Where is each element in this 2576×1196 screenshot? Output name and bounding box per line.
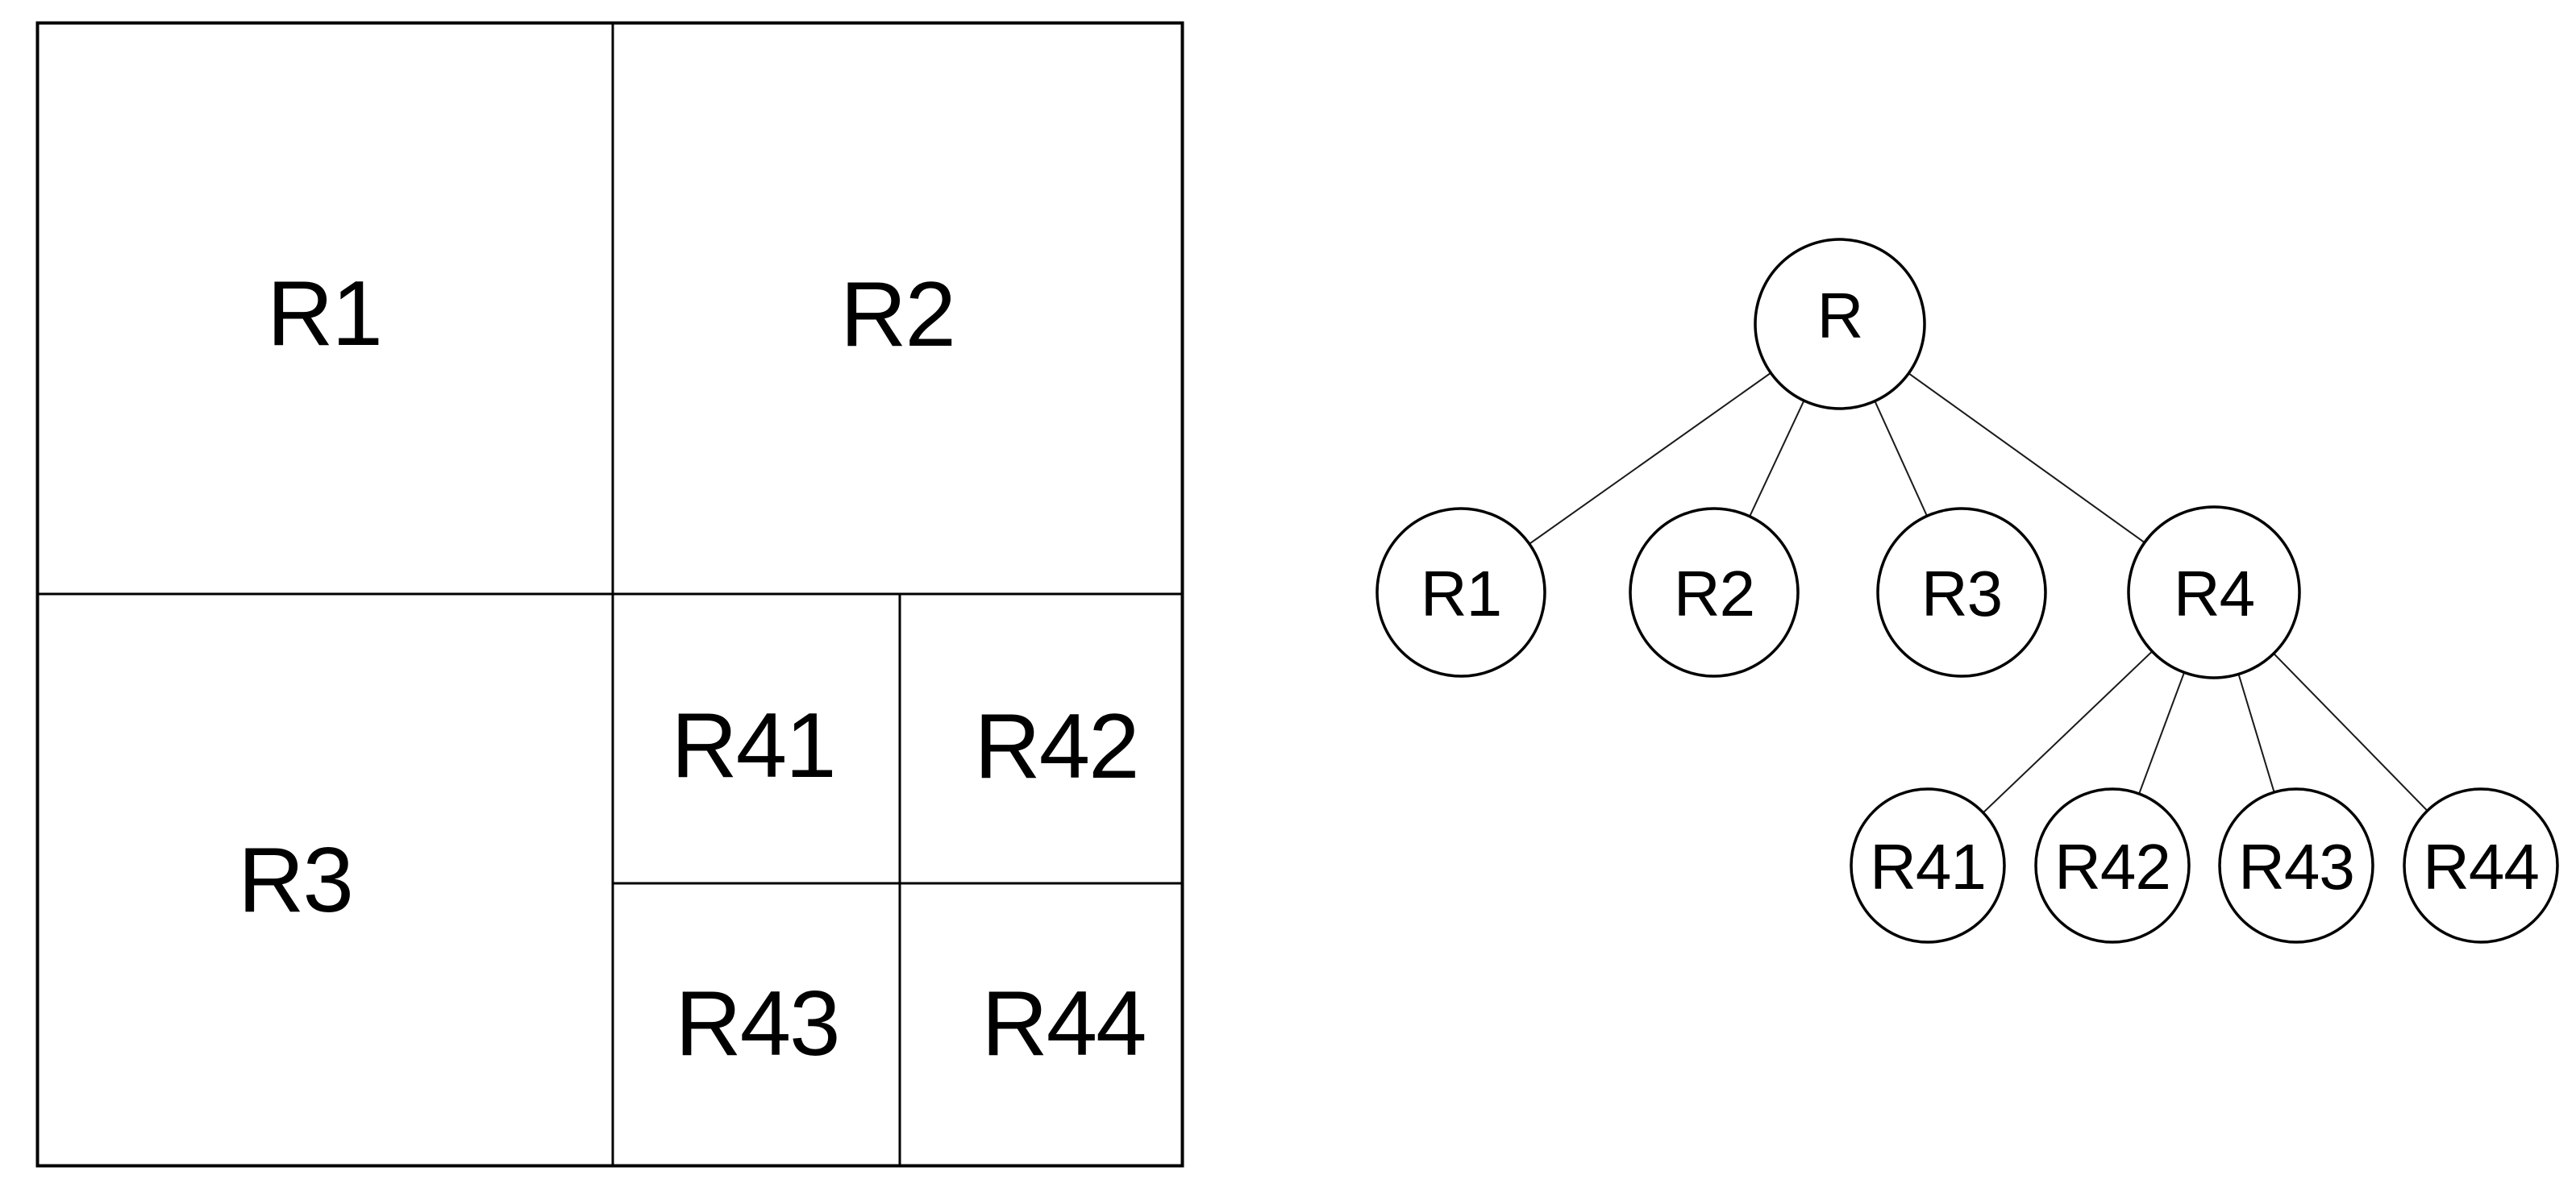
tree-node-r1-circle — [1375, 507, 1546, 678]
tree-node-root-circle — [1754, 238, 1926, 410]
tree-node-r44-circle — [2403, 787, 2559, 944]
tree-label-r3: R3 — [1921, 558, 2002, 629]
tree-label-r42: R42 — [2054, 831, 2170, 903]
tree-label-r1: R1 — [1421, 558, 1501, 629]
tree-label-r43: R43 — [2238, 831, 2354, 903]
tree-label-r41: R41 — [1870, 831, 1986, 903]
region-label-r3: R3 — [238, 829, 352, 932]
tree-node-r3-circle — [1876, 507, 2047, 678]
region-label-r1: R1 — [267, 263, 381, 365]
region-label-r43: R43 — [675, 973, 839, 1075]
tree-label-root: R — [1817, 280, 1863, 351]
region-label-r2: R2 — [840, 264, 955, 366]
tree-node-labels: R R1 R2 R3 R4 R41 R42 R43 R44 — [1421, 280, 2540, 903]
tree-node-r2-circle — [1629, 507, 1800, 678]
tree-node-r42-circle — [2034, 787, 2191, 944]
quadtree-tree: R R1 R2 R3 R4 R41 R42 R43 R44 — [1375, 238, 2559, 944]
region-label-r41: R41 — [671, 695, 834, 797]
tree-node-r4-circle — [2127, 505, 2301, 679]
region-map: R1 R2 R3 R41 R42 R43 R44 — [35, 21, 1184, 1168]
tree-node-r43-circle — [2218, 787, 2374, 944]
tree-label-r44: R44 — [2423, 831, 2539, 903]
tree-label-r2: R2 — [1674, 558, 1754, 629]
tree-label-r4: R4 — [2174, 558, 2254, 629]
tree-nodes — [1375, 238, 2559, 944]
region-label-r44: R44 — [981, 973, 1145, 1075]
region-label-r42: R42 — [974, 696, 1138, 798]
tree-node-r41-circle — [1850, 787, 2006, 944]
